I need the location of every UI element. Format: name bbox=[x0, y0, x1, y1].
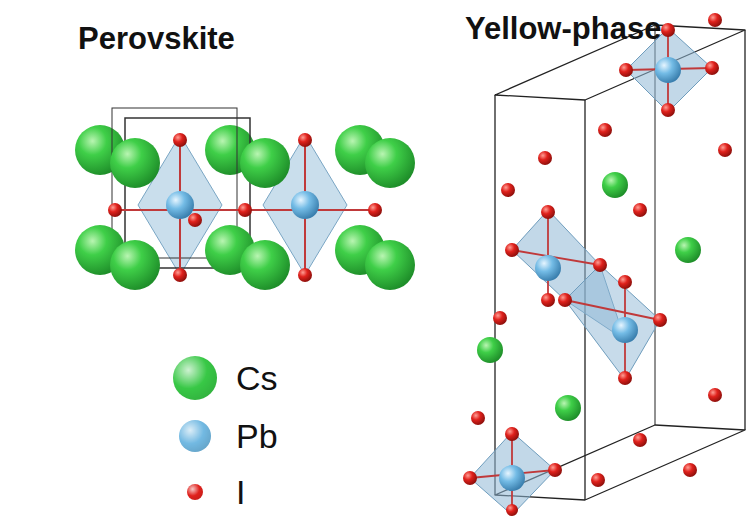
legend-label: Pb bbox=[236, 419, 278, 453]
legend-label: I bbox=[236, 475, 245, 509]
yellow-phase-structure bbox=[463, 13, 745, 516]
legend-swatch bbox=[179, 420, 211, 452]
legend-swatch bbox=[173, 356, 217, 400]
legend-swatch bbox=[187, 484, 203, 500]
legend-label: Cs bbox=[236, 361, 278, 395]
perovskite-structure bbox=[75, 108, 415, 290]
panel-heading: Perovskite bbox=[78, 22, 235, 56]
panel-heading: Yellow-phase bbox=[465, 12, 661, 46]
